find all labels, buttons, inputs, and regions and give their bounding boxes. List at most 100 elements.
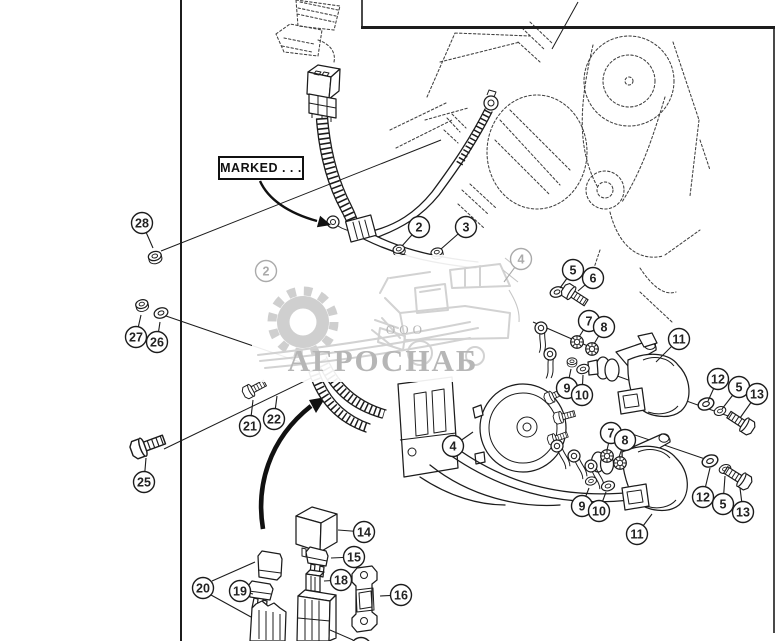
watermark: ООО АГРОСНАБ — [252, 255, 532, 382]
callout-19: 19 — [228, 579, 254, 603]
fuse-holder-block — [296, 589, 337, 641]
svg-text:14: 14 — [357, 526, 371, 540]
mounting-plate — [397, 376, 459, 478]
part-18 — [305, 569, 325, 593]
svg-text:9: 9 — [564, 382, 571, 396]
svg-text:4: 4 — [518, 253, 525, 267]
svg-text:21: 21 — [243, 420, 257, 434]
marked-arrow — [258, 180, 318, 223]
top-leader-line — [551, 1, 579, 50]
callout-13: 13 — [731, 487, 755, 524]
callout-27: 27 — [124, 314, 148, 349]
engine-ghost-drawing — [389, 21, 711, 323]
callout-16: 16 — [379, 583, 413, 607]
callout-8: 8 — [592, 315, 616, 345]
washer-12-upper — [695, 395, 717, 413]
fuse-relay-group — [247, 506, 378, 641]
callout-22: 22 — [262, 395, 286, 431]
gear-icon — [267, 286, 339, 358]
leader-25-long — [163, 377, 312, 450]
lower-harness-assembly — [308, 321, 637, 507]
watermark-name: АГРОСНАБ — [288, 343, 479, 378]
callout-4: 4 — [503, 247, 533, 283]
callout-2: 2 — [254, 259, 278, 283]
svg-text:28: 28 — [135, 217, 149, 231]
svg-text:10: 10 — [575, 389, 589, 403]
lock-washer-7-lower — [600, 449, 614, 463]
nut-9-upper — [566, 357, 578, 368]
leader-to-partial-callout — [329, 629, 354, 641]
svg-text:13: 13 — [750, 388, 764, 402]
callout-14: 14 — [337, 520, 376, 544]
callout-11: 11 — [655, 327, 691, 363]
svg-text:5: 5 — [736, 381, 743, 395]
callout-20: 20 — [191, 561, 256, 618]
nut-28 — [146, 249, 164, 266]
svg-text:20: 20 — [196, 582, 210, 596]
svg-text:27: 27 — [129, 331, 143, 345]
watermark-prefix: ООО — [386, 322, 426, 337]
wire-tag — [344, 214, 377, 243]
motor-bolt-axis-lower — [631, 433, 709, 461]
svg-text:22: 22 — [267, 413, 281, 427]
connector-block-bottom — [249, 600, 287, 641]
callout-partial — [352, 636, 370, 641]
starter-motor-lower — [590, 433, 709, 512]
round-connector-plate — [472, 383, 577, 473]
svg-text:7: 7 — [608, 427, 615, 441]
svg-text:5: 5 — [720, 498, 727, 512]
svg-text:12: 12 — [696, 491, 710, 505]
callout-12: 12 — [691, 467, 715, 509]
svg-text:10: 10 — [592, 505, 606, 519]
callout-28: 28 — [130, 211, 154, 249]
svg-text:5: 5 — [570, 264, 577, 278]
callout-25: 25 — [132, 457, 156, 494]
svg-text:26: 26 — [150, 336, 164, 350]
callout-12: 12 — [706, 367, 730, 402]
svg-text:16: 16 — [394, 589, 408, 603]
svg-text:11: 11 — [630, 528, 643, 542]
marked-label-box — [218, 156, 304, 180]
callout-26: 26 — [145, 321, 169, 354]
swoosh-lines — [257, 321, 479, 369]
bolt-25 — [127, 429, 168, 462]
lock-washer-8-upper — [585, 342, 599, 356]
callout-6: 6 — [577, 266, 605, 292]
harness-wires — [419, 321, 637, 507]
callout-10: 10 — [587, 491, 611, 523]
nut-27 — [134, 297, 151, 314]
callout-15: 15 — [330, 545, 366, 569]
callout-5: 5 — [559, 258, 585, 289]
callout-11: 11 — [625, 513, 653, 546]
svg-text:13: 13 — [736, 506, 750, 520]
svg-text:18: 18 — [334, 574, 348, 588]
svg-text:25: 25 — [137, 476, 151, 490]
svg-text:8: 8 — [601, 321, 608, 335]
callout-18: 18 — [323, 568, 353, 592]
callout-3: 3 — [440, 215, 478, 250]
callout-10: 10 — [570, 374, 594, 407]
starter-motor-upper — [587, 332, 743, 422]
svg-text:15: 15 — [347, 551, 361, 565]
fuse-cover-20 — [257, 550, 283, 581]
svg-text:12: 12 — [711, 373, 725, 387]
big-curved-arrow — [258, 397, 326, 530]
lock-washer-8-lower — [613, 456, 627, 470]
svg-text:11: 11 — [672, 333, 685, 347]
callout-9: 9 — [570, 487, 594, 518]
callout-5: 5 — [711, 475, 735, 516]
svg-text:19: 19 — [233, 585, 247, 599]
svg-text:2: 2 — [263, 265, 270, 279]
callout-4: 4 — [441, 431, 474, 458]
leader-28-long — [160, 139, 442, 252]
svg-text:9: 9 — [579, 500, 586, 514]
svg-text:2: 2 — [416, 221, 423, 235]
combine-harvester-icon — [371, 263, 511, 366]
callout-21: 21 — [238, 399, 262, 438]
eyelet-b — [542, 346, 559, 380]
bolt-13-upper — [723, 407, 758, 438]
marked-arrow-head — [316, 215, 331, 228]
